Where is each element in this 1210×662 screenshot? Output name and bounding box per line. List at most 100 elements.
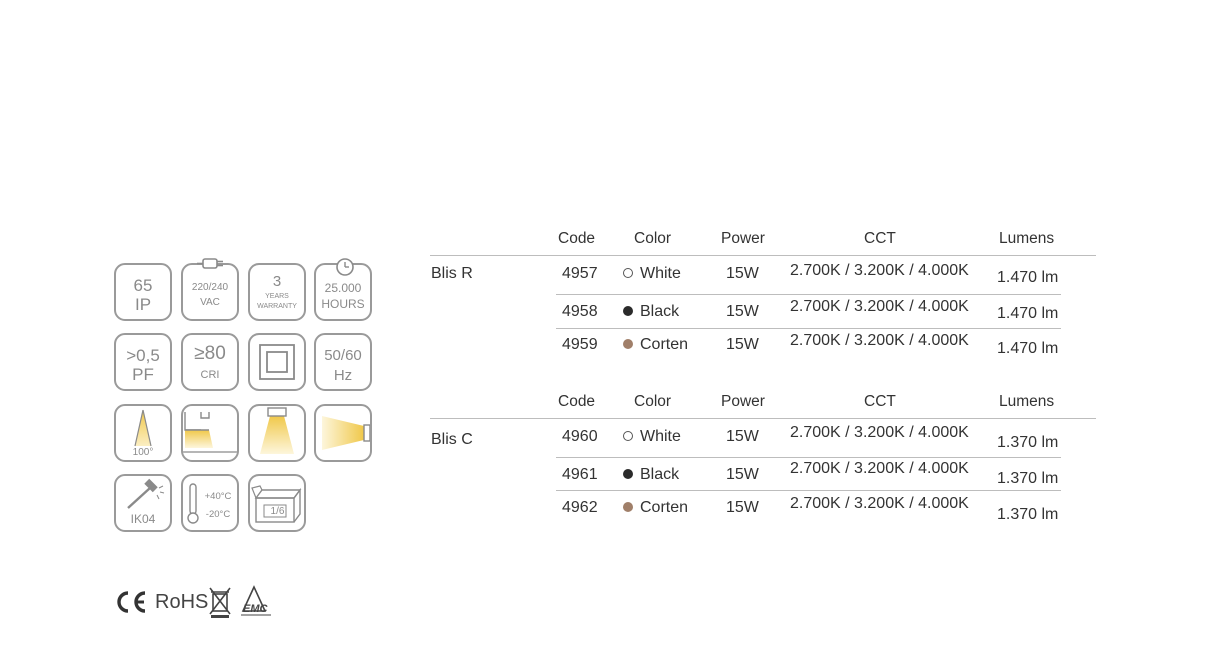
row-divider — [556, 294, 1061, 295]
row-code: 4958 — [562, 303, 598, 320]
row-cct: 2.700K / 3.200K / 4.000K — [790, 460, 969, 477]
warranty-icon: 3 YEARS WARRANTY — [248, 263, 306, 321]
double-insulation-icon — [248, 333, 306, 391]
header-power: Power — [721, 230, 765, 247]
voltage-icon: 220/240 VAC — [181, 258, 239, 321]
row-code: 4960 — [562, 428, 598, 445]
class-ii-icon — [259, 344, 295, 380]
warranty-line2: WARRANTY — [257, 303, 297, 310]
row-code: 4957 — [562, 265, 598, 282]
plug-icon — [197, 258, 223, 269]
row-cct: 2.700K / 3.200K / 4.000K — [790, 332, 969, 349]
ceiling-light-icon — [183, 412, 237, 453]
cri-icon: ≥80 CRI — [181, 333, 239, 391]
hours-label: HOURS — [321, 297, 365, 311]
box-label: 1/6 — [270, 506, 285, 517]
lifetime-hours-icon: 25.000 HOURS — [314, 258, 372, 321]
downlight-icon — [248, 404, 306, 462]
row-power: 15W — [726, 466, 759, 483]
header-power: Power — [721, 393, 765, 410]
ceiling-mount-icon — [181, 404, 239, 462]
beam-cone-icon — [134, 409, 152, 447]
frequency-icon: 50/60 Hz — [314, 333, 372, 391]
corten-swatch-icon — [623, 501, 633, 512]
voltage-value: 220/240 — [191, 282, 229, 293]
header-code: Code — [558, 393, 596, 410]
row-power: 15W — [726, 499, 759, 516]
row-color: Black — [623, 303, 679, 321]
row-lumens: 1.370 lm — [997, 434, 1059, 451]
ip-rating-icon: 65 IP — [114, 263, 172, 321]
header-divider — [430, 255, 1096, 256]
temp-high: +40°C — [204, 491, 232, 502]
header-code: Code — [558, 230, 596, 247]
rohs-mark: RoHS — [155, 591, 209, 613]
row-power: 15W — [726, 428, 759, 445]
black-swatch-icon — [623, 305, 633, 316]
row-cct: 2.700K / 3.200K / 4.000K — [790, 298, 969, 315]
row-cct: 2.700K / 3.200K / 4.000K — [790, 495, 969, 512]
group-name: Blis R — [431, 265, 473, 282]
black-swatch-icon — [623, 468, 633, 479]
row-divider — [556, 457, 1061, 458]
white-swatch-icon — [623, 430, 633, 441]
pf-value: >0,5 — [126, 346, 160, 365]
wall-beam-icon — [322, 416, 370, 450]
ip-label: IP — [134, 295, 152, 314]
emc-mark-icon: EMC — [241, 585, 271, 616]
clock-icon — [336, 258, 354, 276]
impact-rating-icon: IK04 — [114, 474, 172, 532]
row-code: 4961 — [562, 466, 598, 483]
header-color: Color — [634, 393, 672, 410]
cri-label: CRI — [200, 369, 220, 381]
row-lumens: 1.470 lm — [997, 340, 1059, 357]
row-color: White — [623, 265, 681, 283]
row-divider — [556, 490, 1061, 491]
downlight-beam-icon — [260, 407, 294, 454]
row-lumens: 1.470 lm — [997, 269, 1059, 286]
box-icon — [251, 485, 302, 523]
warranty-value: 3 — [272, 273, 282, 290]
row-power: 15W — [726, 303, 759, 320]
row-lumens: 1.370 lm — [997, 470, 1059, 487]
temp-low: -20°C — [205, 509, 231, 520]
row-cct: 2.700K / 3.200K / 4.000K — [790, 262, 969, 279]
row-color: Corten — [623, 336, 688, 354]
row-divider — [556, 328, 1061, 329]
temperature-range-icon: +40°C -20°C — [181, 474, 239, 532]
power-factor-icon: >0,5 PF — [114, 333, 172, 391]
svg-text:EMC: EMC — [243, 603, 269, 615]
white-swatch-icon — [623, 267, 633, 278]
row-lumens: 1.370 lm — [997, 506, 1059, 523]
row-code: 4959 — [562, 336, 598, 353]
header-divider — [430, 418, 1096, 419]
header-color: Color — [634, 230, 672, 247]
row-cct: 2.700K / 3.200K / 4.000K — [790, 424, 969, 441]
cri-value: ≥80 — [194, 343, 226, 364]
header-lumens: Lumens — [999, 393, 1055, 410]
ip-value: 65 — [133, 276, 153, 295]
row-color: Black — [623, 466, 679, 484]
row-color: Corten — [623, 499, 688, 517]
warranty-line1: YEARS — [265, 293, 289, 300]
ce-mark-icon — [117, 591, 146, 613]
hammer-icon — [127, 478, 165, 509]
group-name: Blis C — [431, 431, 473, 448]
row-power: 15W — [726, 336, 759, 353]
row-code: 4962 — [562, 499, 598, 516]
header-lumens: Lumens — [999, 230, 1055, 247]
corten-swatch-icon — [623, 338, 633, 349]
package-icon: 1/6 — [248, 474, 306, 532]
pf-label: PF — [132, 365, 154, 384]
wall-light-icon — [314, 404, 372, 462]
beam-angle-label: 100° — [132, 447, 154, 458]
weee-bin-icon — [209, 587, 231, 618]
hz-label: Hz — [333, 367, 353, 384]
voltage-label: VAC — [200, 297, 220, 308]
hz-value: 50/60 — [324, 347, 362, 364]
row-power: 15W — [726, 265, 759, 282]
ik-label: IK04 — [130, 512, 156, 526]
beam-angle-icon: 100° — [114, 404, 172, 462]
header-cct: CCT — [864, 393, 896, 410]
hours-value: 25.000 — [324, 281, 362, 295]
